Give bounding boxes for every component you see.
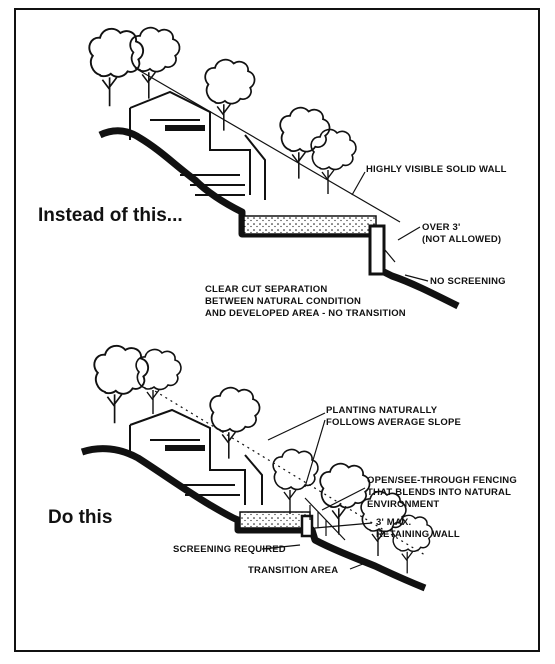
label-clear-cut-line2: BETWEEN NATURAL CONDITION — [205, 296, 362, 307]
label-max-line2: RETAINING WALL — [376, 529, 460, 540]
label-fencing: OPEN/SEE-THROUGH FENCING THAT BLENDS INT… — [367, 475, 517, 511]
label-no-screening: NO SCREENING — [430, 276, 506, 287]
label-screening-required: SCREENING REQUIRED — [173, 544, 286, 555]
figure-frame — [14, 8, 540, 652]
bottom-illustration — [80, 344, 434, 592]
label-planting: PLANTING NATURALLY FOLLOWS AVERAGE SLOPE — [326, 405, 461, 429]
label-max-line1: 3' MAX. — [376, 517, 412, 528]
label-fencing-line3: ENVIRONMENT — [367, 499, 440, 510]
top-illustration — [88, 26, 460, 310]
bottom-retaining-wall — [300, 514, 314, 538]
bottom-house — [129, 408, 263, 505]
label-over-3: OVER 3' (NOT ALLOWED) — [422, 222, 501, 246]
label-retaining-wall: 3' MAX. RETAINING WALL — [376, 517, 460, 541]
label-planting-line1: PLANTING NATURALLY — [326, 405, 438, 416]
label-fencing-line2: THAT BLENDS INTO NATURAL — [367, 487, 512, 498]
top-heading: Instead of this... — [38, 205, 183, 226]
bottom-heading: Do this — [48, 507, 113, 528]
label-transition-area: TRANSITION AREA — [248, 565, 339, 576]
label-over-3-line1: OVER 3' — [422, 222, 461, 233]
label-solid-wall: HIGHLY VISIBLE SOLID WALL — [366, 164, 507, 175]
bottom-ground-line — [80, 445, 427, 592]
label-planting-line2: FOLLOWS AVERAGE SLOPE — [326, 417, 462, 428]
label-clear-cut-line1: CLEAR CUT SEPARATION — [205, 284, 328, 295]
bottom-gravel-pad — [239, 511, 311, 529]
top-solid-wall — [368, 224, 386, 276]
label-clear-cut-line3: AND DEVELOPED AREA - NO TRANSITION — [205, 308, 406, 319]
label-clear-cut: CLEAR CUT SEPARATION BETWEEN NATURAL CON… — [205, 284, 406, 320]
label-over-3-line2: (NOT ALLOWED) — [422, 234, 502, 245]
label-fencing-line1: OPEN/SEE-THROUGH FENCING — [367, 475, 517, 486]
top-gravel-pad — [243, 215, 377, 235]
